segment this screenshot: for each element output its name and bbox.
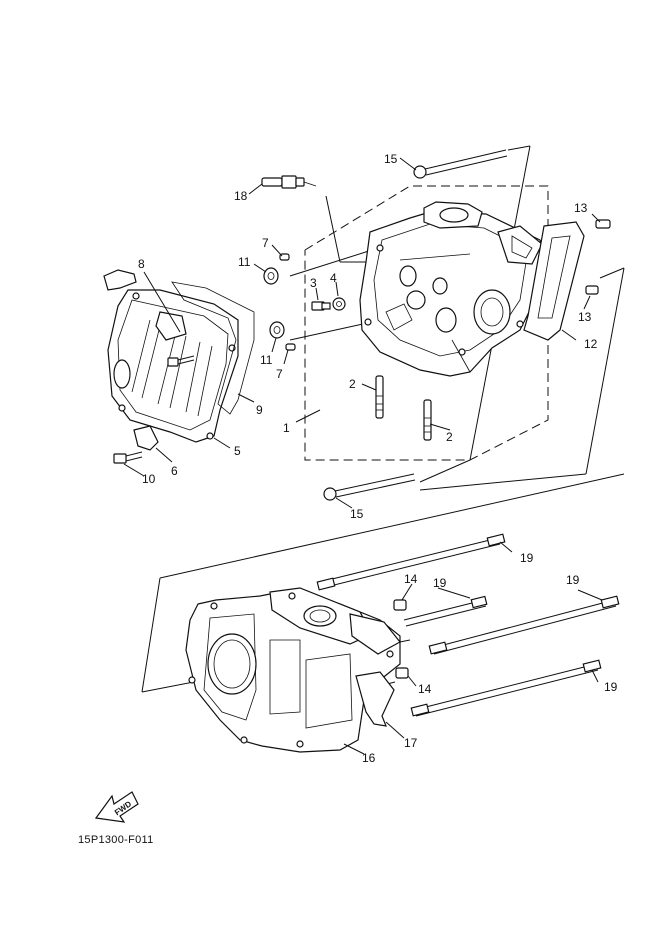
callout-6: 6 bbox=[171, 464, 178, 478]
cover-gasket bbox=[171, 281, 255, 415]
callout-11-lower: 11 bbox=[260, 353, 273, 367]
cylinder-head bbox=[359, 201, 549, 377]
callout-11-upper: 11 bbox=[238, 255, 251, 269]
washer bbox=[332, 297, 346, 311]
callout-2-left: 2 bbox=[349, 377, 356, 391]
head-bolt-upper bbox=[413, 149, 508, 179]
stud-19-b bbox=[403, 595, 488, 627]
callout-1: 1 bbox=[283, 421, 290, 435]
callout-19-d: 19 bbox=[604, 680, 618, 694]
cover-bolt bbox=[113, 451, 143, 464]
dowel-pin-upper bbox=[279, 253, 290, 261]
callout-8: 8 bbox=[138, 257, 145, 271]
spark-plug bbox=[261, 175, 317, 189]
head-stud-right bbox=[423, 399, 432, 441]
callout-19-a: 19 bbox=[520, 551, 534, 565]
small-bolt bbox=[311, 301, 331, 311]
cylinder-block bbox=[185, 587, 401, 753]
callout-7-lower: 7 bbox=[276, 367, 283, 381]
callout-9: 9 bbox=[256, 403, 263, 417]
dowel-14-lower bbox=[395, 667, 409, 679]
stud-19-a bbox=[316, 533, 506, 591]
stud-19-c bbox=[428, 595, 620, 655]
plug-upper bbox=[263, 267, 279, 285]
callout-17: 17 bbox=[404, 736, 418, 750]
callout-7-upper: 7 bbox=[262, 236, 269, 250]
leader-lines bbox=[123, 157, 603, 755]
callout-2-right: 2 bbox=[446, 430, 453, 444]
callout-10: 10 bbox=[142, 472, 156, 486]
callout-19-c: 19 bbox=[566, 573, 580, 587]
drawing-code: 15P1300-F011 bbox=[78, 834, 154, 846]
forward-arrow-icon: FWD bbox=[94, 791, 139, 823]
callout-14-upper: 14 bbox=[404, 572, 418, 586]
dowel-13-lower bbox=[585, 285, 599, 295]
callout-13-upper: 13 bbox=[574, 201, 588, 215]
callout-15-lower: 15 bbox=[350, 507, 364, 521]
exhaust-gasket bbox=[523, 221, 585, 341]
callout-19-b: 19 bbox=[433, 576, 447, 590]
callout-15-upper: 15 bbox=[384, 152, 398, 166]
callout-12: 12 bbox=[584, 337, 598, 351]
callout-labels: 15 18 13 7 11 8 3 4 13 12 11 7 2 9 1 2 5… bbox=[138, 152, 618, 765]
bracket bbox=[133, 425, 159, 451]
callout-18: 18 bbox=[234, 189, 248, 203]
breather-clip bbox=[103, 269, 137, 291]
callout-4: 4 bbox=[330, 271, 337, 285]
head-group-frame bbox=[304, 185, 549, 461]
callout-3: 3 bbox=[310, 276, 317, 290]
callout-13-lower: 13 bbox=[578, 310, 592, 324]
callout-14-lower: 14 bbox=[418, 682, 432, 696]
callout-16: 16 bbox=[362, 751, 376, 765]
cover-center-bolt bbox=[167, 355, 195, 367]
callout-5: 5 bbox=[234, 444, 241, 458]
dowel-14-upper bbox=[393, 599, 407, 611]
head-bolt-lower bbox=[323, 473, 416, 501]
plug-lower bbox=[269, 321, 285, 339]
stud-19-d bbox=[410, 659, 602, 717]
head-stud-left bbox=[375, 375, 384, 419]
dowel-pin-lower bbox=[285, 343, 296, 351]
dowel-13-upper bbox=[595, 219, 611, 229]
cylinder-gasket bbox=[355, 671, 395, 727]
